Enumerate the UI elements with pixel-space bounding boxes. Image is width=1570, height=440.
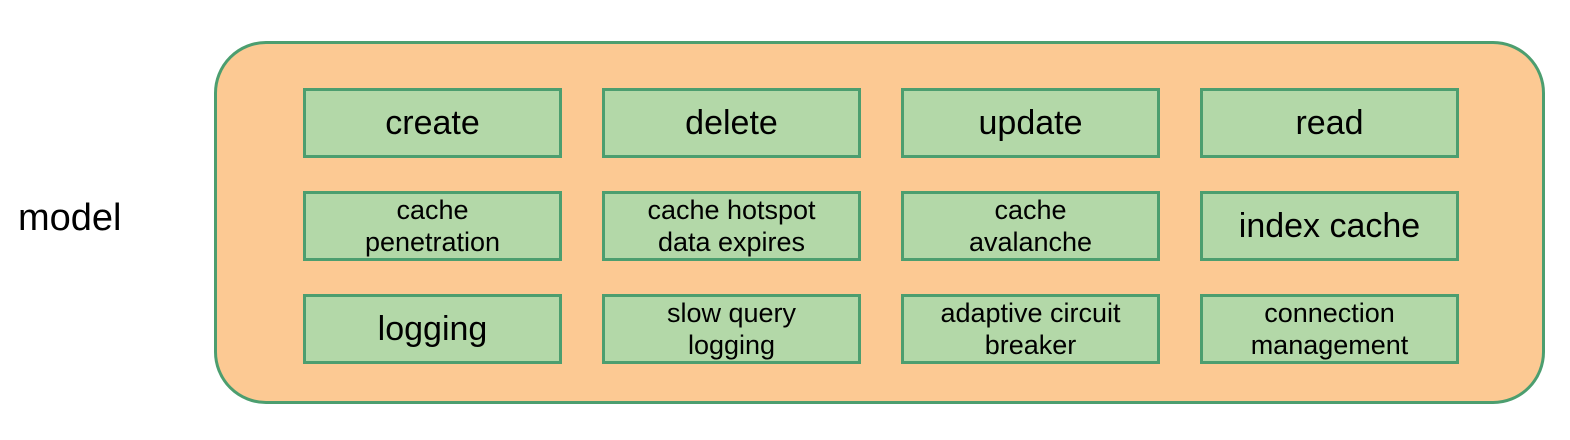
grid-cell-label: create (385, 104, 480, 142)
group-label-model: model (18, 197, 122, 239)
model-container: create delete update read cache penetrat… (214, 41, 1545, 404)
grid-cell-label: cache avalanche (968, 195, 1093, 257)
grid-cell-label: update (978, 104, 1083, 142)
grid-cell-label: slow query logging (666, 298, 797, 360)
grid-cell-label: read (1295, 104, 1364, 142)
grid-cell-cache-avalanche[interactable]: cache avalanche (901, 191, 1160, 261)
grid-cell-label: connection management (1250, 298, 1409, 360)
grid-cell-label: index cache (1238, 207, 1421, 245)
grid-cell-cache-penetration[interactable]: cache penetration (303, 191, 562, 261)
grid-cell-create[interactable]: create (303, 88, 562, 158)
grid-cell-label: logging (377, 310, 488, 348)
grid-cell-delete[interactable]: delete (602, 88, 861, 158)
grid-cell-index-cache[interactable]: index cache (1200, 191, 1459, 261)
grid-cell-cache-hotspot-data-expires[interactable]: cache hotspot data expires (602, 191, 861, 261)
grid-cell-read[interactable]: read (1200, 88, 1459, 158)
capability-grid: create delete update read cache penetrat… (303, 88, 1460, 364)
grid-cell-slow-query-logging[interactable]: slow query logging (602, 294, 861, 364)
grid-cell-connection-management[interactable]: connection management (1200, 294, 1459, 364)
grid-cell-label: delete (685, 104, 778, 142)
grid-cell-logging[interactable]: logging (303, 294, 562, 364)
grid-cell-label: adaptive circuit breaker (940, 298, 1121, 360)
grid-cell-label: cache hotspot data expires (647, 195, 816, 257)
grid-cell-adaptive-circuit-breaker[interactable]: adaptive circuit breaker (901, 294, 1160, 364)
grid-cell-update[interactable]: update (901, 88, 1160, 158)
grid-cell-label: cache penetration (364, 195, 501, 257)
